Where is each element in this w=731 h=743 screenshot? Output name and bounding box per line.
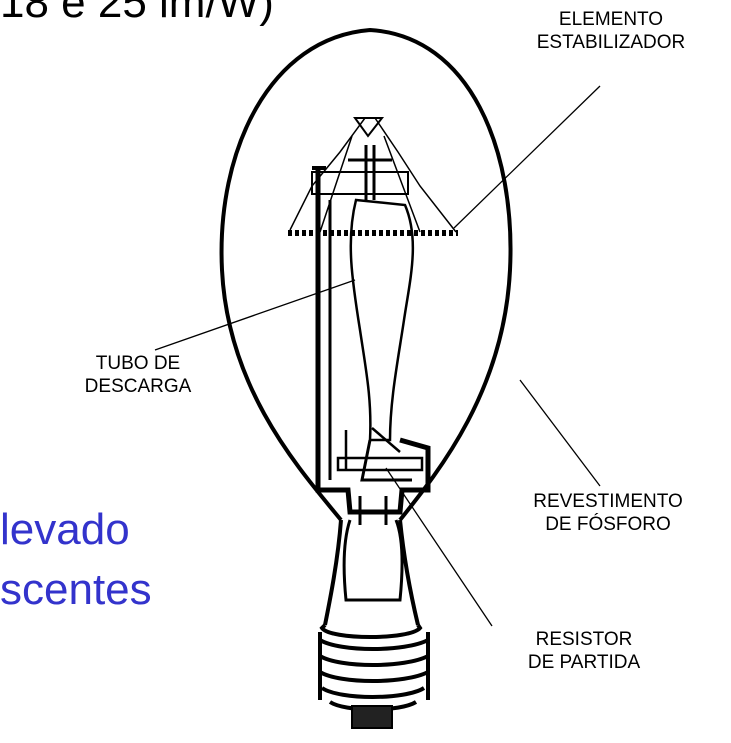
label-resist-line2: DE PARTIDA: [527, 652, 641, 673]
label-revest-line1: REVESTIMENTO: [533, 491, 683, 512]
label-tubo-line1: TUBO DE: [95, 353, 181, 374]
label-estab-line1: ELEMENTO: [558, 9, 664, 30]
label-elemento-estabilizador: ELEMENTO ESTABILIZADOR: [498, 8, 724, 54]
stem: [342, 519, 404, 602]
label-resist-line1: RESISTOR: [535, 629, 633, 650]
label-tubo-de-descarga: TUBO DE DESCARGA: [42, 352, 234, 398]
screw-base: [318, 623, 430, 729]
slide-bullet-line-2: scentes: [0, 565, 152, 614]
label-resistor-de-partida: RESISTOR DE PARTIDA: [500, 628, 668, 674]
label-tubo-line2: DESCARGA: [84, 376, 192, 397]
starting-resistor: [336, 427, 424, 472]
slide-bullet-line-1: levado: [0, 505, 130, 554]
label-revest-line2: DE FÓSFORO: [545, 514, 671, 535]
support-frame: [312, 166, 431, 515]
bulb-glass: [219, 27, 513, 522]
bulb-neck: [323, 519, 420, 626]
discharge-tube: [349, 198, 415, 442]
stabilizer-element: [288, 117, 458, 236]
slide-top-text: 18 e 25 lm/W): [0, 0, 274, 27]
label-revestimento-de-fosforo: REVESTIMENTO DE FÓSFORO: [490, 490, 726, 536]
label-estab-line2: ESTABILIZADOR: [536, 32, 686, 53]
leader-lines: [154, 85, 601, 627]
